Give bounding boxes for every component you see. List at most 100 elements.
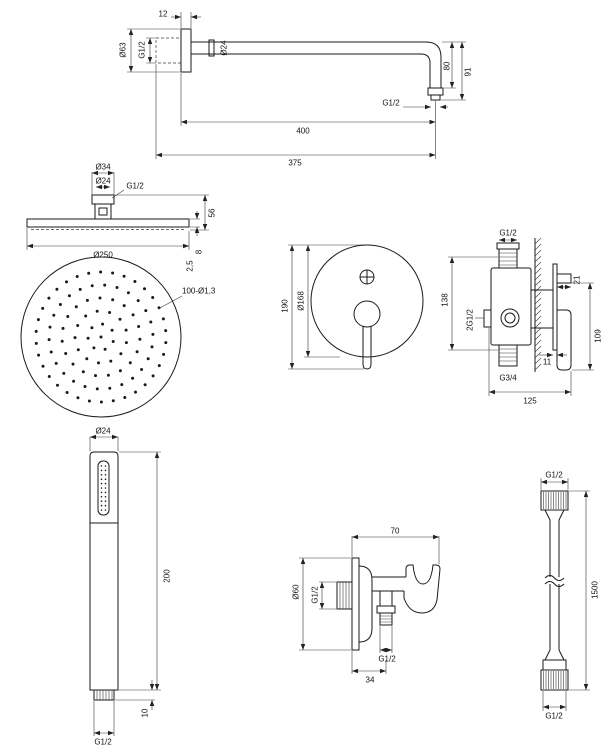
nozzle-hole [56,383,59,387]
dim-60-extension [299,557,351,651]
hand-shower-nozzle [100,500,103,503]
outlet-port-outer [500,308,520,328]
top-fitting [498,248,518,269]
outlet-port-inner [504,312,516,324]
dim-109-extension [572,282,594,371]
nozzle-hole [128,361,132,365]
drop-91-label: 91 [464,67,473,76]
nozzle-hole [164,329,168,333]
nozzle-hole [61,326,65,330]
hose-top-thread-label: G1/2 [545,471,563,480]
shower-head-side-view: Ø34 Ø24 G1/2 Ø250 56 8 2,5 [26,163,217,272]
nozzle-hole [73,336,77,340]
hose-bottom-thread-label: G1/2 [545,712,563,721]
nozzle-hole [118,369,122,373]
nozzle-hole [34,341,38,345]
outlet-length-label: 70 [391,527,400,536]
nozzle-hole [71,362,75,366]
mixer-cover-plate [310,244,424,358]
connector-inner-label: Ø24 [95,177,111,186]
hand-shower-spray-face [97,460,110,516]
hand-shower-length-label: 200 [163,569,172,583]
hose-tube [549,520,560,650]
hand-shower-nozzle [104,491,107,494]
dim-375-extension [155,64,436,159]
dim-190-extension [288,244,366,370]
nozzle-hole [47,338,51,342]
hand-shower-nozzle [104,482,107,485]
outlet-thread-label: G1/2 [382,99,400,108]
nozzle-hole [108,386,112,390]
nozzle-hole [146,357,150,361]
head-connector-nut [91,194,115,205]
dim-hs-24-extension [89,437,119,451]
nozzle-hole [123,396,127,399]
head-diameter-label: Ø250 [93,251,113,260]
nozzle-hole [62,371,66,375]
hand-shower-nozzle [104,465,107,467]
nozzle-hole [52,313,56,317]
dim-hs-thread-extension [93,701,115,736]
hand-shower-nozzle [104,500,107,503]
top-nut [496,242,520,250]
mixer-lever [362,326,372,370]
flange-diameter-label: Ø63 [119,42,128,58]
hand-shower-nozzle [100,465,103,467]
outlet-inlet-thread-lines [339,582,350,609]
hand-shower-nozzle [100,487,103,489]
hand-shower-diameter-label: Ø24 [95,427,111,436]
nozzle-hole [74,305,78,309]
hose-top-nut [540,490,569,511]
head-rim-label: 2,5 [186,260,195,272]
hand-shower-nozzle [100,504,103,507]
nozzle-hole [108,311,112,314]
nozzle-hole [101,322,105,326]
hand-shower-nozzle [100,496,103,498]
nozzle-hole [161,317,165,321]
shower-head-front-view: 100-Ø1,3 [20,256,216,418]
nozzle-hole [76,348,80,352]
dim-8-extension [190,218,200,228]
wall-outlet: 70 Ø60 G1/2 G1/2 34 [292,527,441,685]
arm-outlet-thread [430,94,441,101]
dim-wall-thread-extension [146,37,156,64]
nozzle-hole [97,361,100,365]
nozzle-hole [115,286,119,289]
nozzle-hole [86,336,90,340]
nozzle-hole [151,296,155,299]
nozzle-hole [66,315,70,318]
nozzle-hole [85,298,89,302]
outlet-thread-lines [380,615,392,623]
dim-63-extension [127,28,180,73]
hose-top-nut-ribs [543,492,567,509]
nozzle-hole [103,283,107,287]
nozzle-hole [99,270,103,274]
nozzle-hole [133,280,137,283]
outlet-housing [358,565,373,643]
head-thread-label: G1/2 [126,182,144,191]
nozzle-hole [81,370,85,374]
hose-bottom-nut-ribs [543,671,567,689]
hose-break-mark [544,575,565,587]
hand-shower-nozzle [100,469,103,472]
outlet-thread-bottom-label: G1/2 [378,655,396,664]
bottom-fitting [498,344,518,367]
hose-bottom-cone [544,649,565,661]
shower-holder-hook [403,564,441,614]
head-plate-label: 8 [195,249,204,254]
hose-top-cone [544,509,565,521]
offset-11-label: 11 [543,358,552,367]
outlet-hex [376,605,396,614]
mixer-height-label: 190 [281,299,290,313]
mixer-side-view: G1/2 138 2G1/2 21 109 11 G3/4 125 [441,229,603,406]
nozzle-hole [150,345,154,349]
nozzle-hole [84,314,88,318]
dim-56-extension [115,194,209,231]
nozzle-hole [120,383,124,387]
nozzle-hole [126,291,130,295]
nozzle-hole [95,387,99,391]
arm-diameter-label: Ø24 [220,40,229,56]
nozzle-hole [41,364,45,368]
hand-shower-connector [93,689,115,701]
bottom-fitting-thread [499,348,517,362]
